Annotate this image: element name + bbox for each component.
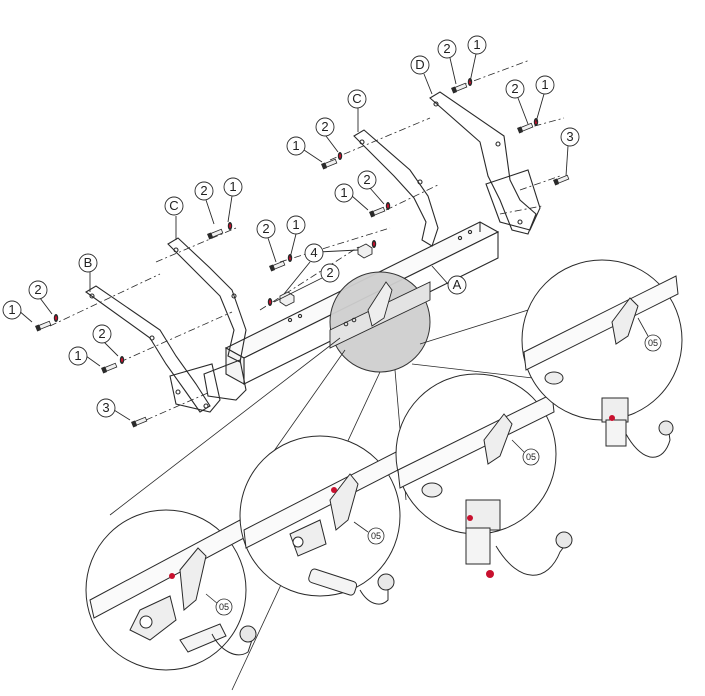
- callout-2-top: 2: [437, 39, 457, 85]
- callout-text: 1: [74, 348, 81, 363]
- callout-labels: 1 2 B 2 1 3 C 2 1 2 1 4 2 1 2 C 1 2 A D …: [2, 35, 580, 421]
- detail-bubble-1: [85, 509, 257, 671]
- code-badge-3: 05: [511, 439, 540, 466]
- callout-d: D: [410, 55, 433, 95]
- detail-bubble-3: [395, 373, 573, 578]
- callout-text: 3: [566, 129, 573, 144]
- callout-2-mid-left: 2: [194, 181, 215, 225]
- callout-3-left: 3: [96, 398, 131, 421]
- callout-b: B: [78, 253, 98, 292]
- callout-2-mid-right: 2: [357, 170, 385, 205]
- code-badge-1: 05: [205, 593, 233, 616]
- callout-text: 2: [98, 326, 105, 341]
- callout-text: 2: [200, 183, 207, 198]
- callout-1-right: 1: [535, 75, 555, 123]
- callout-2-lower: 2: [256, 219, 277, 263]
- callout-2-right: 2: [505, 79, 529, 125]
- callout-text: B: [84, 255, 93, 270]
- bracket-d: [429, 91, 541, 235]
- callout-text: 2: [443, 41, 450, 56]
- callout-text: 2: [34, 282, 41, 297]
- bracket-c-right: [353, 129, 439, 247]
- callout-text: 1: [229, 179, 236, 194]
- callout-text: 1: [8, 302, 15, 317]
- callout-3-right: 3: [560, 127, 580, 177]
- code-text: 05: [648, 338, 658, 348]
- callout-text: 2: [321, 119, 328, 134]
- callout-c-right: C: [347, 89, 367, 132]
- code-text: 05: [371, 531, 381, 541]
- callout-1-mid: 1: [286, 136, 323, 163]
- detail-bubble-2: [239, 435, 401, 605]
- fasteners: [34, 78, 570, 428]
- callout-c-left: C: [164, 196, 184, 240]
- callout-2-center: 2: [273, 263, 340, 303]
- callout-1-top: 1: [467, 35, 487, 83]
- code-badge-4: 05: [637, 317, 662, 352]
- callout-text: 1: [292, 217, 299, 232]
- callout-text: 2: [511, 81, 518, 96]
- detail-bubble-4: [521, 259, 683, 458]
- zoom-highlight: [329, 271, 431, 373]
- callout-text: 1: [340, 185, 347, 200]
- callout-text: C: [169, 198, 178, 213]
- callout-4: 4: [283, 243, 359, 295]
- callout-text: 1: [473, 37, 480, 52]
- callout-text: 2: [262, 221, 269, 236]
- callout-2-left: 2: [92, 324, 119, 357]
- code-badge-2: 05: [353, 521, 385, 545]
- callout-text: C: [352, 91, 361, 106]
- bracket-b: [85, 285, 221, 413]
- callout-text: 3: [102, 400, 109, 415]
- callout-text: 2: [326, 265, 333, 280]
- assembly-lines: [49, 59, 565, 421]
- callout-text: 1: [292, 138, 299, 153]
- callout-a: A: [431, 265, 467, 295]
- code-text: 05: [219, 602, 229, 612]
- callout-2-far-left: 2: [28, 280, 53, 315]
- bracket-c-left: [167, 237, 247, 401]
- callout-2-mid: 2: [315, 117, 339, 153]
- callout-text: D: [415, 57, 424, 72]
- code-text: 05: [526, 452, 536, 462]
- callout-text: A: [453, 277, 462, 292]
- callout-1-mid-left: 1: [223, 177, 243, 223]
- callout-1-far-left: 1: [2, 300, 33, 323]
- code-badges: 05 05 05 05: [205, 317, 662, 616]
- callout-1-left: 1: [68, 346, 101, 367]
- callout-text: 2: [363, 172, 370, 187]
- callout-text: 1: [541, 77, 548, 92]
- callout-1-mid-right: 1: [334, 183, 369, 211]
- callout-1-lower: 1: [286, 215, 306, 259]
- callout-text: 4: [310, 245, 317, 260]
